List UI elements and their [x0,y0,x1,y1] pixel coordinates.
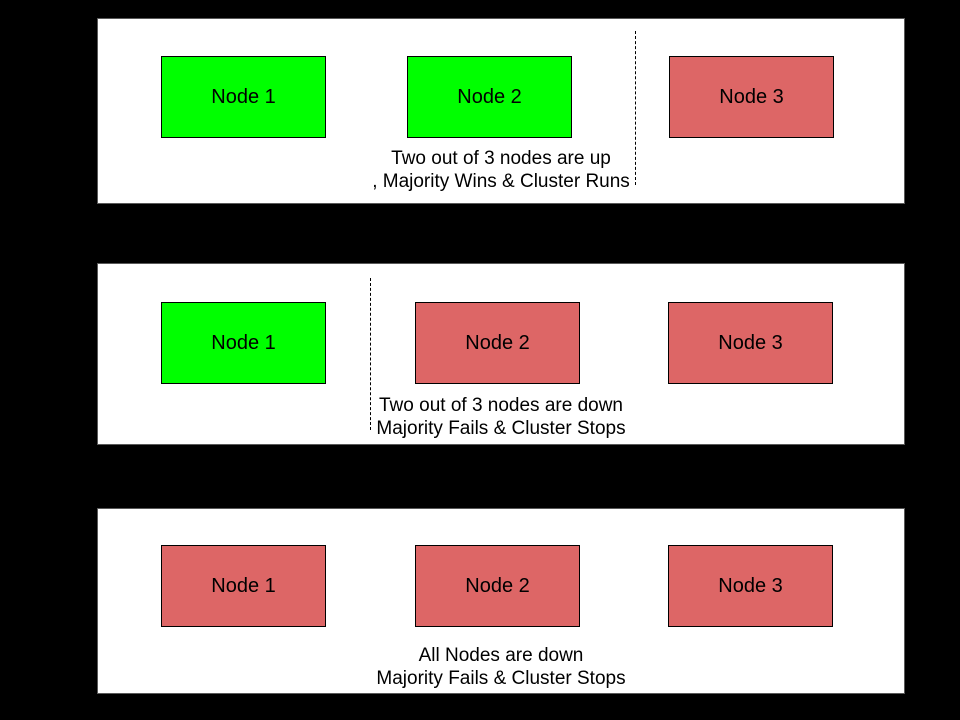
network-partition-divider [635,31,636,185]
node-label: Node 3 [718,574,783,597]
caption-line-2: Majority Fails & Cluster Stops [376,668,626,689]
network-partition-divider [370,278,371,430]
node-label: Node 3 [719,85,784,108]
node-label: Node 1 [211,574,276,597]
node-box: Node 3 [669,56,834,138]
node-label: Node 2 [465,331,530,354]
caption-line-1: Two out of 3 nodes are up [391,148,611,169]
node-box: Node 2 [415,545,580,627]
node-box: Node 1 [161,302,326,384]
caption-line-1: All Nodes are down [418,645,584,666]
scenario-panel-majority-up: Node 1 Node 2 Node 3 Two out of 3 nodes … [97,18,905,204]
panel-caption: Two out of 3 nodes are up, Majority Wins… [98,147,904,193]
node-box: Node 1 [161,56,326,138]
node-label: Node 3 [718,331,783,354]
caption-line-2: , Majority Wins & Cluster Runs [372,171,630,192]
node-box: Node 1 [161,545,326,627]
node-label: Node 1 [211,331,276,354]
node-box: Node 2 [415,302,580,384]
node-box: Node 3 [668,545,833,627]
node-label: Node 2 [457,85,522,108]
node-label: Node 2 [465,574,530,597]
scenario-panel-majority-down: Node 1 Node 2 Node 3 Two out of 3 nodes … [97,263,905,445]
node-box: Node 2 [407,56,572,138]
caption-line-1: Two out of 3 nodes are down [379,395,623,416]
node-box: Node 3 [668,302,833,384]
caption-line-2: Majority Fails & Cluster Stops [376,418,626,439]
node-label: Node 1 [211,85,276,108]
